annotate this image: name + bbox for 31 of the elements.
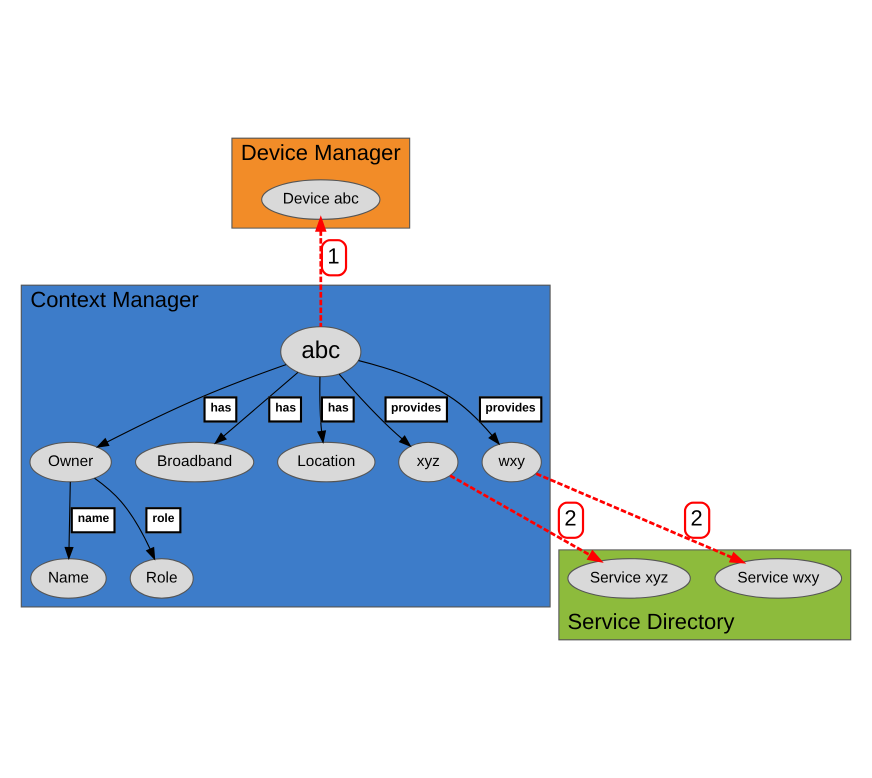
arrow bbox=[338, 374, 412, 448]
arrow bbox=[316, 376, 326, 444]
arrow bbox=[94, 478, 156, 561]
arrow bbox=[96, 364, 286, 448]
edge-label: 1 bbox=[327, 243, 340, 268]
node-ellipse: Broadband bbox=[134, 442, 254, 482]
edge-label: has bbox=[275, 400, 296, 414]
node-ellipse: Device abc bbox=[261, 179, 380, 220]
arrow bbox=[214, 372, 298, 444]
node-ellipse: Name bbox=[30, 558, 107, 599]
edge-label: name bbox=[78, 511, 110, 526]
node-ellipse: xyz bbox=[398, 442, 458, 482]
node-ellipse: Service xyz bbox=[567, 558, 691, 599]
edge-label: has bbox=[210, 400, 232, 414]
arrow bbox=[64, 482, 74, 560]
node-ellipse: Service wxy bbox=[714, 558, 842, 599]
edge-label: has bbox=[328, 400, 349, 414]
arrow bbox=[358, 360, 500, 446]
edge-label: 2 bbox=[690, 506, 703, 531]
arrow bbox=[450, 474, 604, 563]
edge-label: provides bbox=[485, 400, 536, 414]
node-ellipse: wxy bbox=[482, 442, 542, 482]
arrow bbox=[536, 472, 746, 564]
edge-label: role bbox=[152, 511, 174, 526]
node-ellipse: Owner bbox=[29, 442, 112, 482]
arrow bbox=[315, 215, 327, 327]
node-ellipse: Role bbox=[130, 558, 194, 599]
edge-label: 2 bbox=[564, 506, 577, 531]
edge-label: provides bbox=[391, 400, 442, 414]
node-ellipse: abc bbox=[280, 326, 362, 378]
node-ellipse: Location bbox=[277, 442, 376, 482]
